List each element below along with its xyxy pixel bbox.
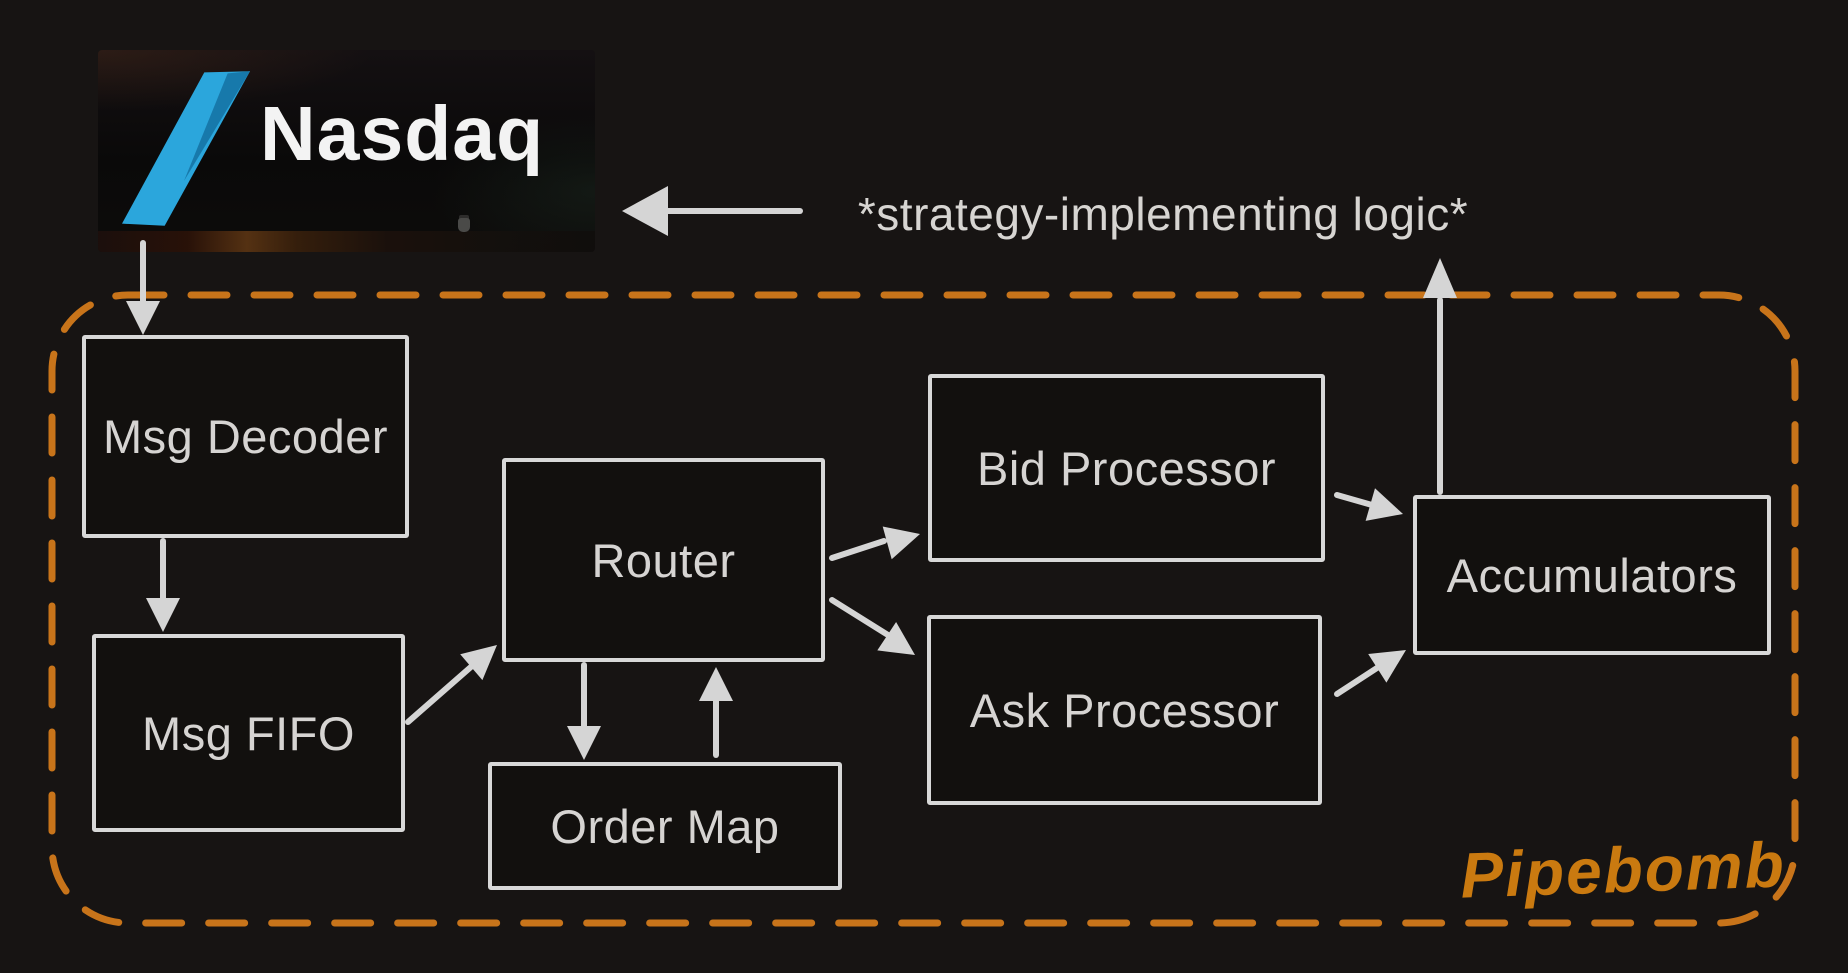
arrow-msg-fifo-to-router bbox=[405, 645, 497, 725]
strategy-logic-annotation: *strategy-implementing logic* bbox=[857, 188, 1469, 240]
node-accumulators-label: Accumulators bbox=[1446, 548, 1738, 602]
arrow-strategy-logic-to-nasdaq bbox=[622, 186, 803, 236]
nasdaq-ribbon-icon bbox=[122, 71, 250, 226]
arrow-nasdaq-to-msg-decoder bbox=[126, 240, 160, 335]
pipebomb-dashed-container bbox=[48, 291, 1799, 927]
arrow-accumulators-to-strategy-logic bbox=[1423, 258, 1457, 495]
node-order-map-label: Order Map bbox=[550, 799, 780, 853]
node-ask-processor: Ask Processor bbox=[927, 615, 1322, 805]
nasdaq-sign-photo: Nasdaq bbox=[98, 50, 595, 252]
node-msg-decoder: Msg Decoder bbox=[82, 335, 409, 538]
nasdaq-wordmark: Nasdaq bbox=[260, 91, 545, 177]
node-bid-processor-label: Bid Processor bbox=[976, 441, 1277, 495]
arrow-router-to-bid-processor bbox=[829, 526, 920, 561]
arrow-router-to-order-map bbox=[567, 662, 601, 760]
node-router-label: Router bbox=[591, 533, 736, 587]
pipebomb-container-label: Pipebomb bbox=[1459, 828, 1787, 912]
node-ask-processor-label: Ask Processor bbox=[969, 683, 1280, 737]
arrow-router-to-ask-processor bbox=[829, 597, 915, 655]
node-order-map: Order Map bbox=[488, 762, 842, 890]
arrow-order-map-to-router bbox=[699, 667, 733, 758]
node-router: Router bbox=[502, 458, 825, 662]
node-bid-processor: Bid Processor bbox=[928, 374, 1325, 562]
node-msg-fifo: Msg FIFO bbox=[92, 634, 405, 832]
arrow-msg-decoder-to-msg-fifo bbox=[146, 538, 180, 632]
photo-ledge bbox=[98, 231, 595, 252]
node-msg-decoder-label: Msg Decoder bbox=[103, 410, 388, 463]
security-camera-icon bbox=[458, 218, 470, 232]
arrow-bid-processor-to-accumulators bbox=[1334, 488, 1403, 521]
arrow-ask-processor-to-accumulators bbox=[1334, 650, 1406, 697]
node-msg-fifo-label: Msg FIFO bbox=[142, 706, 355, 760]
node-accumulators: Accumulators bbox=[1413, 495, 1771, 655]
